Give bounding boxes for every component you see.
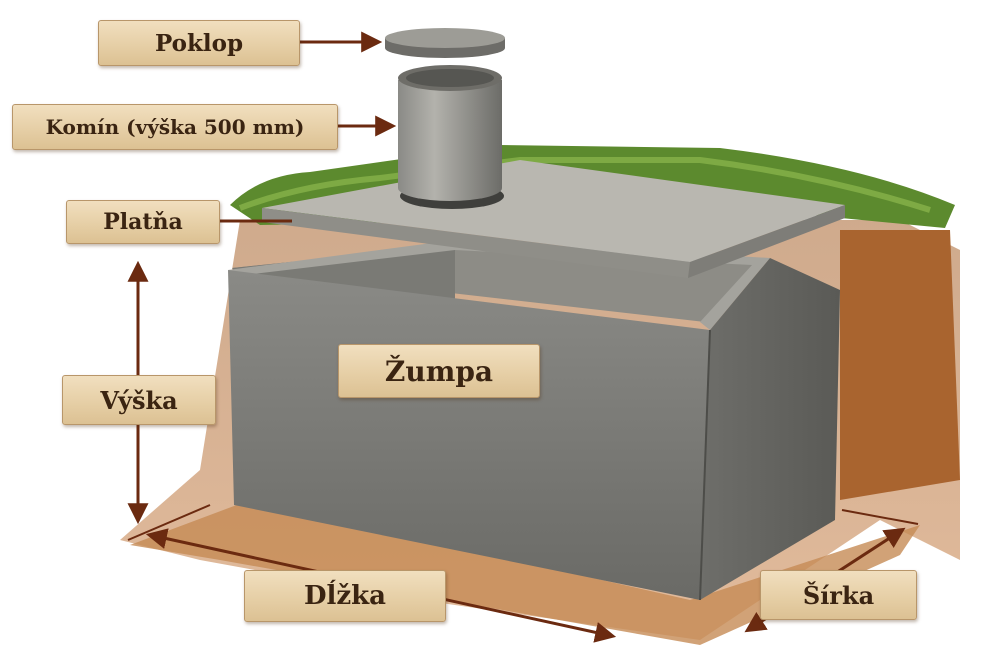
label-platna: Platňa [66,200,220,244]
label-zumpa: Žumpa [338,344,540,398]
dimension-tick-width [841,509,919,525]
label-komin: Komín (výška 500 mm) [12,104,338,150]
label-vyska: Výška [62,375,216,425]
lid [385,28,505,58]
chimney [398,65,502,201]
label-sirka: Šírka [760,570,917,620]
label-poklop: Poklop [98,20,300,66]
label-dlzka: Dĺžka [244,570,446,622]
dimension-tick-length [127,504,211,541]
